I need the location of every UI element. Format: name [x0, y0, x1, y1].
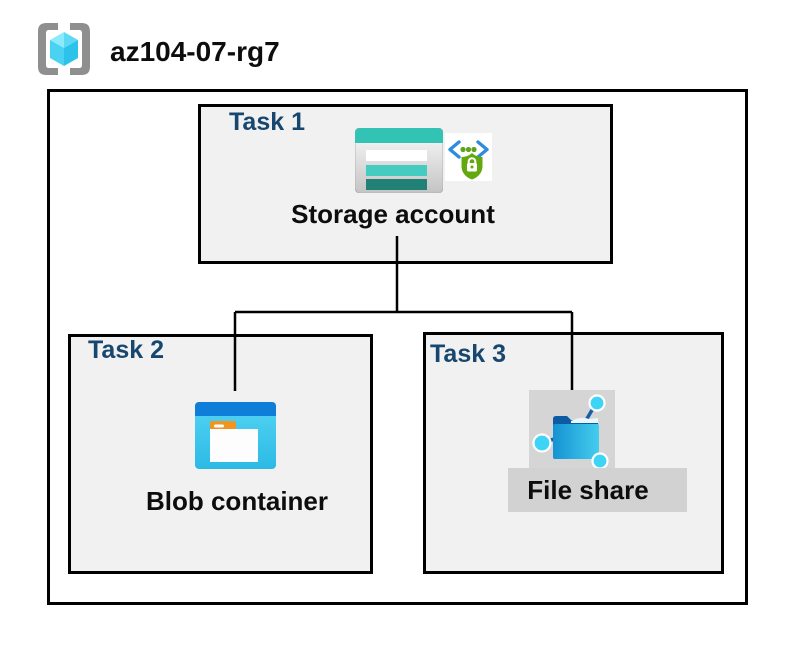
file-share-icon	[529, 390, 615, 470]
task1-label: Task 1	[229, 108, 305, 136]
resource-group-header: az104-07-rg7	[36, 20, 280, 83]
storage-account-icon	[354, 127, 444, 198]
task2-label: Task 2	[88, 336, 164, 364]
sas-secure-code-icon	[445, 133, 492, 186]
task3-label: Task 3	[430, 340, 506, 368]
blob-container-icon	[195, 402, 276, 474]
file-share-label: File share	[527, 475, 649, 505]
resource-group-name: az104-07-rg7	[110, 35, 280, 67]
file-share-label-highlight	[508, 468, 687, 512]
blob-container-label: Blob container	[145, 486, 328, 516]
storage-account-label: Storage account	[291, 199, 495, 229]
resource-group-icon	[36, 20, 92, 83]
